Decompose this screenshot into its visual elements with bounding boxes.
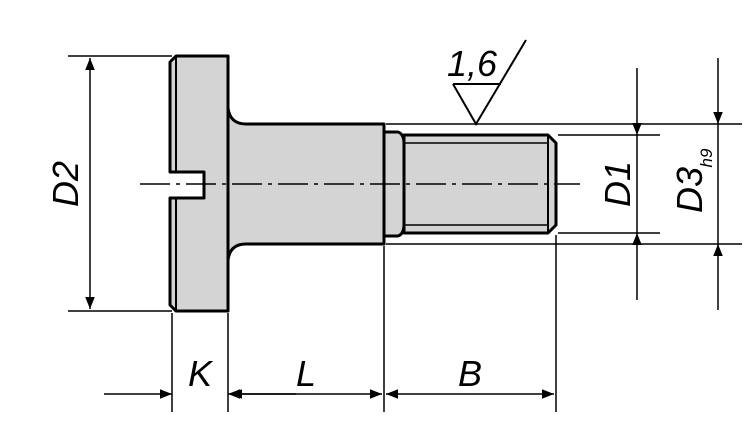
dimension-d3: D3 h9	[386, 58, 742, 310]
d3-tolerance-label: h9	[697, 148, 716, 167]
roughness-value: 1,6	[447, 43, 498, 84]
surface-roughness-symbol: 1,6	[447, 39, 527, 126]
l-label: L	[296, 353, 316, 394]
k-label: K	[188, 353, 214, 394]
dimension-d1: D1	[558, 68, 660, 300]
b-label: B	[458, 353, 482, 394]
dimension-lengths: K L B	[104, 235, 557, 412]
dimension-d2: D2	[45, 55, 172, 312]
d2-label: D2	[45, 161, 86, 207]
d1-label: D1	[597, 161, 638, 207]
d3-label: D3	[669, 167, 710, 213]
